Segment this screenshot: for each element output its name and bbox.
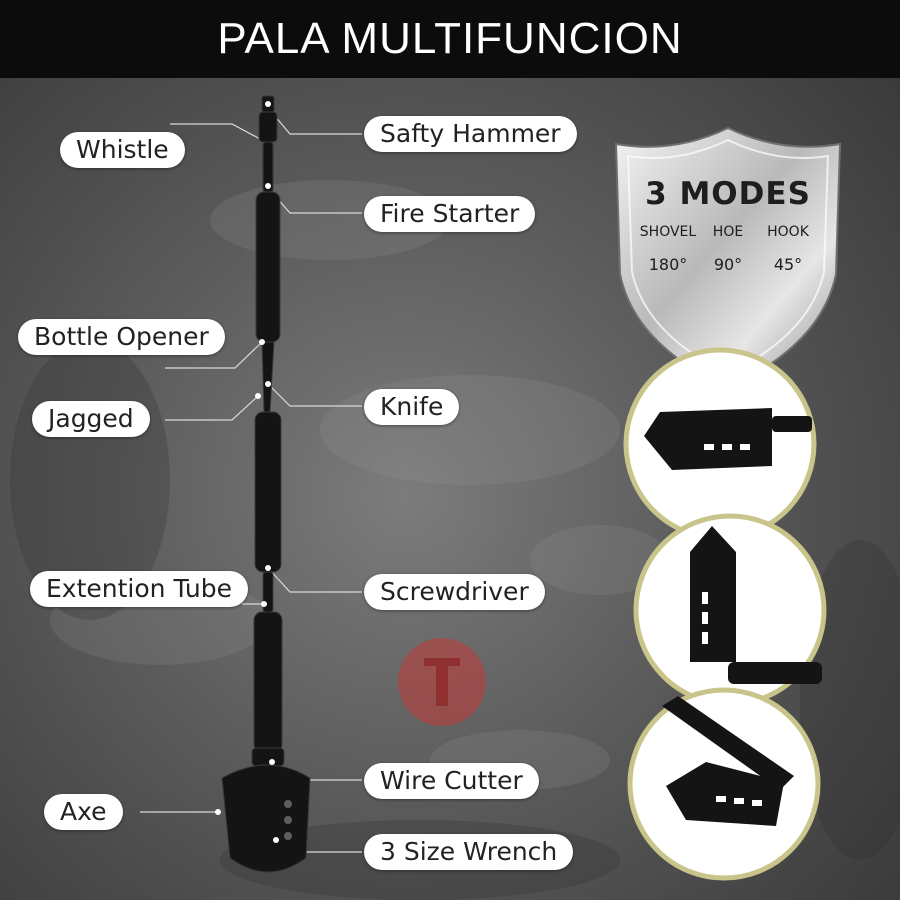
label-safty-hammer: Safty Hammer <box>364 116 577 152</box>
neck-joint <box>251 747 285 767</box>
label-wire-cutter: Wire Cutter <box>364 763 539 799</box>
mode-angle-hoe: 90° <box>713 255 743 274</box>
fire-starter-handle <box>255 191 281 343</box>
middle-handle <box>254 411 282 573</box>
mode-angle-hook: 45° <box>773 255 803 274</box>
whistle-segment <box>258 111 278 143</box>
extension-tube <box>253 611 283 753</box>
label-axe: Axe <box>44 794 123 830</box>
mode-circle-hoe <box>632 512 828 708</box>
shovel-mode-icon <box>623 347 817 541</box>
label-knife: Knife <box>364 389 460 425</box>
shovel-blade <box>221 764 311 873</box>
label-3-size-wrench: 3 Size Wrench <box>364 834 574 870</box>
watermark-logo-icon <box>398 638 486 726</box>
hook-mode-icon <box>627 687 821 881</box>
label-extention-tube: Extention Tube <box>30 571 249 607</box>
label-screwdriver: Screwdriver <box>364 574 545 610</box>
label-fire-starter: Fire Starter <box>364 196 536 232</box>
title-banner: PALA MULTIFUNCION <box>0 0 900 78</box>
mode-name-hook: HOOK <box>767 224 809 240</box>
mode-circle-shovel <box>622 346 818 542</box>
label-whistle: Whistle <box>60 132 185 168</box>
modes-title: 3 MODES <box>645 176 811 212</box>
mode-angle-shovel: 180° <box>648 255 688 274</box>
label-bottle-opener: Bottle Opener <box>18 319 225 355</box>
mode-circle-hook <box>626 686 822 882</box>
page-title: PALA MULTIFUNCION <box>217 14 683 63</box>
modes-shield: 3 MODES SHOVEL HOE HOOK 180° 90° 45° <box>612 124 844 392</box>
knife-blade <box>261 341 275 413</box>
label-jagged: Jagged <box>32 401 150 437</box>
mode-name-hoe: HOE <box>712 224 744 240</box>
mode-names: SHOVEL HOE HOOK <box>638 224 818 240</box>
mode-name-shovel: SHOVEL <box>639 224 697 240</box>
hoe-mode-icon <box>633 513 827 707</box>
mode-angles: 180° 90° 45° <box>638 255 818 274</box>
